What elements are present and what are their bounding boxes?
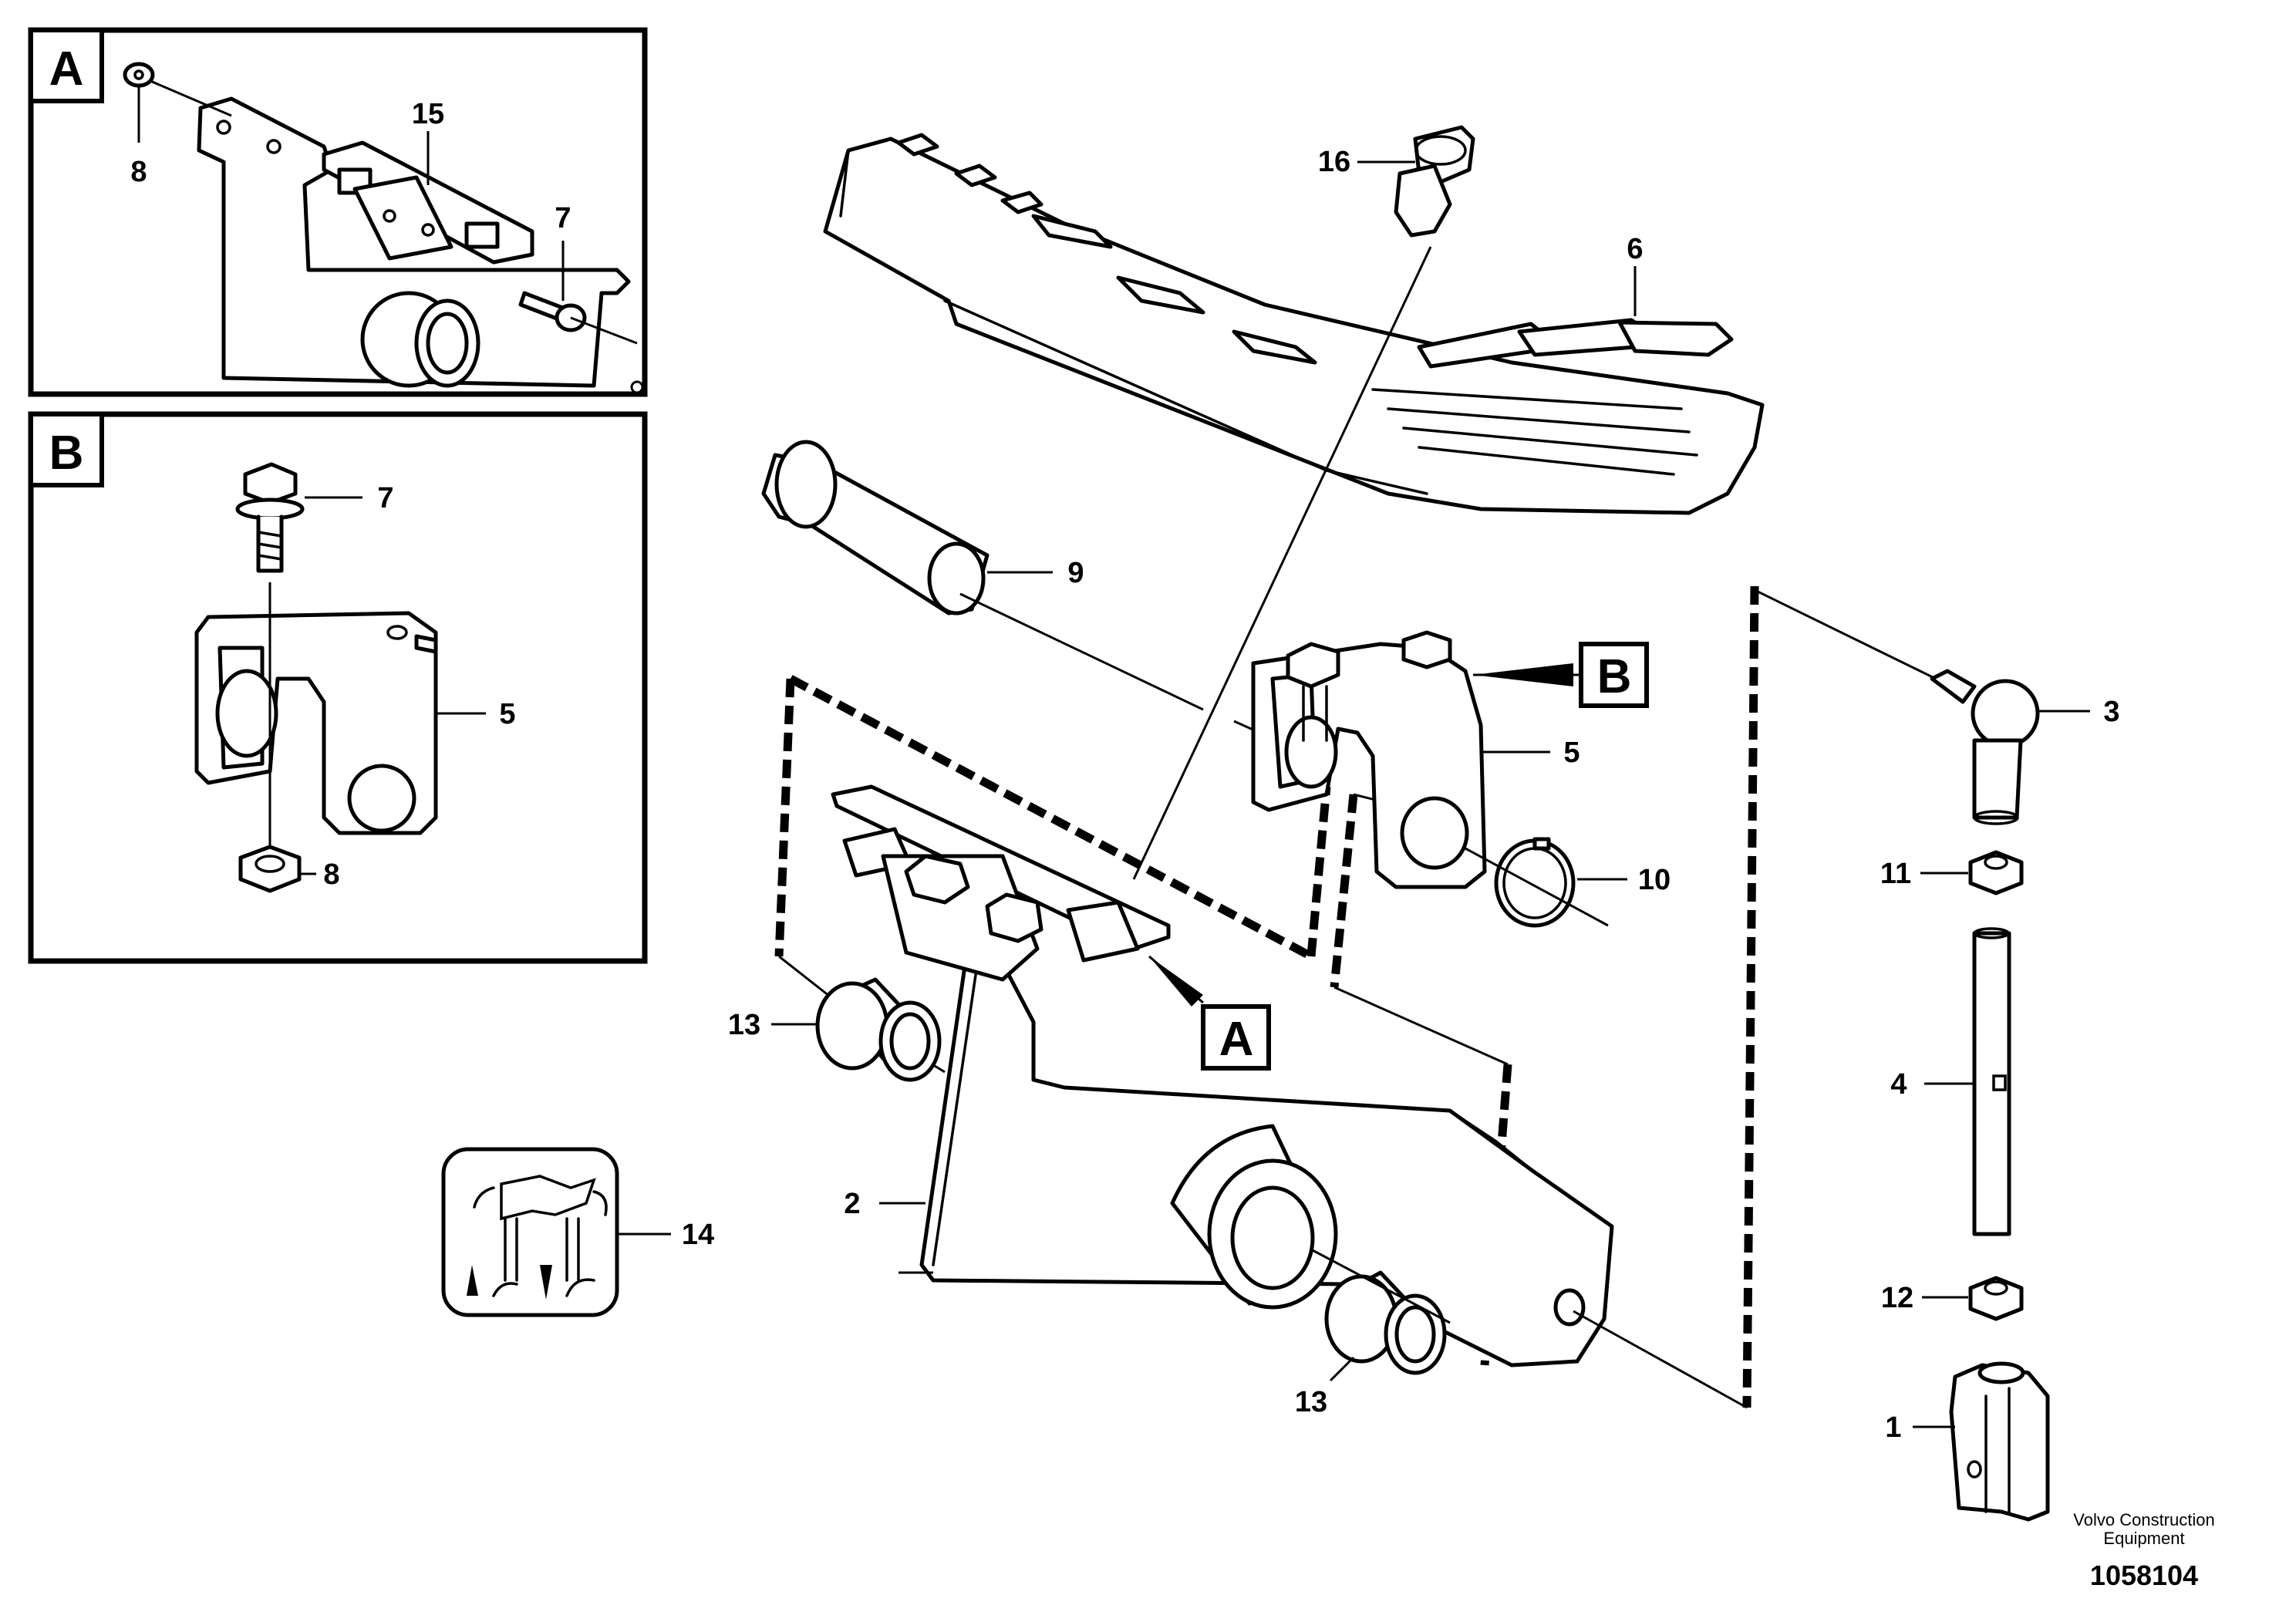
- screw-16: [1394, 125, 1475, 238]
- callout-5-inset-b: 5: [499, 698, 515, 730]
- callout-7-inset-b: 7: [377, 482, 393, 514]
- screw-16-body: [1394, 164, 1452, 238]
- dashed-boundary-left-b: [1306, 786, 1331, 957]
- ball-joint-3: [1930, 669, 2040, 825]
- callout-1: 1: [1885, 1411, 1901, 1444]
- detail-a-label: A: [49, 42, 84, 96]
- callout-10: 10: [1638, 864, 1671, 896]
- callout-6: 6: [1627, 233, 1643, 265]
- callout-11: 11: [1880, 858, 1911, 890]
- detail-b-flange-nut: [238, 845, 302, 893]
- document-number: 1058104: [2090, 1560, 2198, 1591]
- detail-b-frame: [28, 411, 648, 964]
- nut-11: [1968, 850, 2024, 895]
- pedal-plate-a: [831, 784, 1171, 982]
- callout-14: 14: [682, 1219, 714, 1251]
- detail-b-ref-label: B: [1597, 650, 1632, 703]
- nut-12: [1968, 1276, 2024, 1321]
- rod-4: [1972, 927, 2011, 1236]
- detail-a-ref-box: [1201, 1004, 1271, 1071]
- bracket-bushing: [1170, 1124, 1338, 1310]
- bushing-13-upper: [815, 977, 942, 1082]
- ball-joint-ball: [1971, 679, 2040, 748]
- detail-a-clamp: [352, 175, 453, 261]
- callout-13-lower: 13: [1295, 1386, 1327, 1418]
- dashed-boundary-left-a: [774, 678, 795, 957]
- plate-bolt-1: [904, 854, 970, 905]
- detail-b-label: B: [49, 427, 84, 480]
- pedal-pad-3: [1617, 320, 1734, 357]
- callout-15: 15: [412, 98, 444, 130]
- clevis-1: [1949, 1361, 2050, 1522]
- callout-12: 12: [1881, 1282, 1913, 1314]
- bracket-5-bolt-1: [1286, 642, 1340, 689]
- detail-a-inset: A 8 15 7: [28, 27, 648, 397]
- detail-b-ref-box: [1579, 642, 1649, 708]
- callout-8-inset-a: 8: [130, 156, 147, 188]
- callout-5-main: 5: [1563, 737, 1580, 769]
- bracket-5: [1251, 630, 1487, 889]
- detail-b-bolt-head: [243, 462, 298, 505]
- detail-a-washer: [123, 62, 155, 88]
- pedal: [823, 133, 1765, 515]
- callout-2: 2: [844, 1188, 860, 1220]
- callout-3: 3: [2103, 696, 2119, 728]
- callout-13-upper: 13: [728, 1009, 760, 1041]
- callout-8-inset-b: 8: [323, 858, 339, 891]
- callout-7-inset-a: 7: [555, 202, 571, 234]
- decal-14: [441, 1147, 619, 1317]
- callout-9: 9: [1067, 557, 1084, 589]
- callout-4: 4: [1890, 1068, 1907, 1101]
- bushing-13-lower: [1324, 1270, 1447, 1375]
- plate-bolt-2: [985, 892, 1043, 943]
- ball-joint-socket: [1972, 738, 2023, 820]
- detail-a-label-box: [29, 28, 104, 103]
- credit-line-1: Volvo Construction: [2073, 1510, 2214, 1529]
- callout-16: 16: [1318, 146, 1350, 178]
- credit-line-2: Equipment: [2103, 1529, 2184, 1548]
- detail-a-ref-label: A: [1219, 1013, 1254, 1066]
- detail-a-frame: [28, 27, 648, 397]
- detail-b-inset: B 7 5 8: [28, 411, 648, 964]
- dashed-boundary-right-a: [1330, 794, 1358, 988]
- retaining-ring-10: [1494, 837, 1576, 928]
- dashed-boundary-far-right: [1742, 585, 1759, 1408]
- bracket-5-bolt-2: [1401, 630, 1452, 669]
- pin-9: [761, 440, 990, 615]
- detail-b-label-box: [29, 412, 104, 487]
